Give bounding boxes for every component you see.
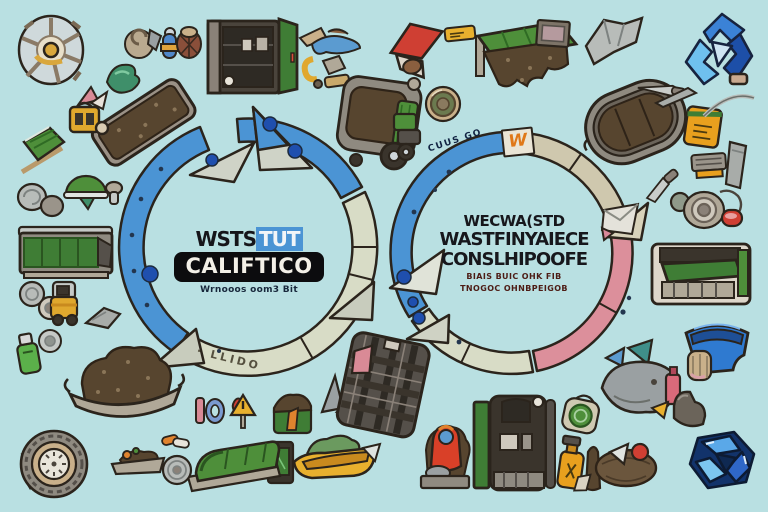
item-wagon-wheel (16, 14, 86, 86)
item-trash-fish (296, 24, 364, 60)
right-cycle-label-block: WECWA(STD WASTFINYAIECE CONSLHIPOOFE BIA… (428, 213, 600, 294)
item-compost-plate (110, 444, 168, 476)
item-oval-tub (582, 74, 690, 172)
item-teal-bag (103, 60, 141, 96)
item-toy-truck (45, 278, 83, 327)
recycle-icon-bottom-right (682, 424, 762, 500)
item-kiosk (472, 392, 558, 496)
right-cycle-line1: WECWA(STD (463, 212, 565, 230)
item-warning-sign (229, 392, 257, 431)
item-tan-bundle (685, 346, 715, 384)
item-trash-hook (297, 53, 353, 91)
right-cycle-line4: BIAIS BUIC OHK FIB (466, 272, 562, 282)
item-gray-scoop (83, 304, 122, 330)
item-gray-frame (535, 18, 571, 49)
right-ring-arc-mark: W (500, 126, 536, 158)
item-gray-cloth (580, 14, 648, 70)
item-green-dumpster (14, 220, 118, 280)
item-green-soil-bin (472, 18, 580, 106)
item-capsules (161, 431, 191, 451)
item-round-tins (16, 180, 65, 218)
item-blue-figure (157, 26, 181, 62)
right-cycle-line3: CONSLHIPOOFE (440, 248, 588, 270)
item-knife-short (645, 168, 683, 204)
item-wire-arc (700, 88, 756, 120)
item-plaid-crate (335, 330, 432, 442)
item-yellow-spray-bottle (552, 432, 592, 494)
item-yellow-caddy (68, 98, 110, 136)
item-clock-wheel (16, 426, 89, 500)
item-medallion (424, 84, 462, 124)
item-green-bag-shovel (20, 122, 82, 176)
item-yellow-packet (682, 102, 724, 150)
left-cycle-subtitle: Wrnooos oom3 Bit (200, 284, 298, 295)
item-silver-can (37, 328, 63, 354)
item-gray-strip (722, 140, 756, 192)
item-shell-bundle (122, 24, 163, 60)
item-gray-box-yellow (690, 152, 730, 180)
left-cycle-banner: CALIFTICO (174, 252, 324, 282)
item-boot-scoop (666, 380, 707, 428)
item-mini-compost-bin (270, 386, 316, 438)
recycle-icon-top-right (674, 8, 764, 96)
item-yellow-tag (443, 24, 477, 43)
item-green-station (648, 238, 756, 310)
item-green-machine-bits (390, 110, 426, 162)
right-cycle-line2: WASTFINYAIECE (439, 228, 589, 250)
item-nest-pile (584, 434, 662, 494)
item-gray-blade (653, 86, 699, 109)
item-pink-shards (75, 83, 112, 113)
item-red-hooded-figure (418, 410, 472, 490)
item-dark-cabinet (204, 15, 300, 99)
item-cans-cluster (668, 182, 746, 234)
right-cycle-line5: TNOGOC OHNBPEIGOB (460, 284, 568, 294)
item-banana-tray (288, 420, 382, 490)
item-green-spray-bottle (8, 328, 48, 378)
item-brown-net-ball (176, 24, 202, 60)
item-soil-trough (83, 70, 200, 172)
item-red-shed (388, 20, 448, 82)
item-envelope (598, 200, 644, 242)
item-silver-tin (160, 453, 194, 487)
item-green-ramp (186, 431, 284, 495)
item-green-label-jar (558, 390, 606, 438)
item-compost-pan (58, 332, 186, 434)
item-helmet-mushroom (60, 166, 124, 211)
